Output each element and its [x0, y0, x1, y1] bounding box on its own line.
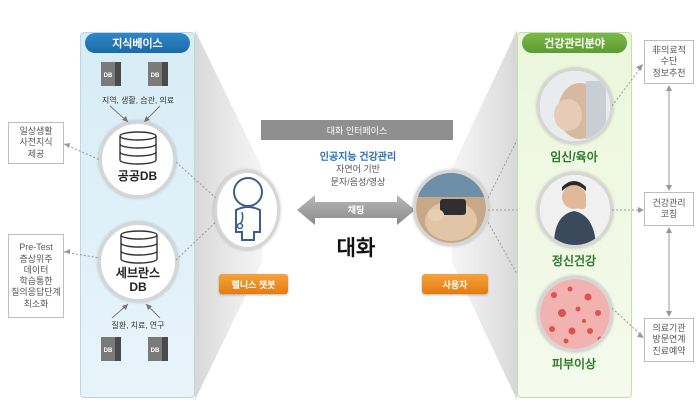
svg-text:DB: DB [151, 348, 160, 354]
box-line: 일상생활 [19, 126, 53, 137]
left-connector-lines [64, 143, 101, 259]
pregnancy-label: 임신/육아 [550, 150, 598, 164]
health-fields-title: 건강관리분야 [522, 33, 627, 53]
svg-text:DB: DB [104, 348, 113, 354]
knowledge-base-panel [80, 32, 195, 398]
skin-label: 피부이상 [551, 357, 597, 371]
pretest-box: Pre-Test 증상위주 데이터 학습통한 질의응답단계 최소화 [8, 234, 64, 318]
box-line: 사전지식 [19, 137, 53, 148]
database-icon [117, 131, 159, 165]
arrows-to-public-db [109, 105, 161, 123]
box-line: 학습통한 [19, 276, 53, 286]
box-line: 질의응답단계 [11, 287, 61, 298]
interface-title-bar: 대화 인터페이스 [261, 120, 453, 140]
box-line: 건강관리 [652, 197, 686, 208]
box-line: 방문연계 [652, 334, 686, 345]
bottom-sources-text: 질환, 치료, 연구 [111, 321, 165, 330]
svg-text:DB: DB [104, 73, 113, 79]
box-line: Pre-Test [19, 242, 53, 253]
top-sources-text: 지역, 생활, 습관, 의료 [101, 96, 175, 105]
svg-text:DB: DB [151, 73, 160, 79]
box-line: 수단 [660, 56, 678, 67]
db-to-chatbot-lines [176, 161, 219, 261]
user-button[interactable]: 사용자 [422, 274, 488, 294]
chat-label: 채팅 [347, 205, 365, 215]
right-connector-lines [612, 64, 672, 338]
box-line: 정보추천 [652, 67, 686, 78]
arrows-to-severance-db [111, 303, 161, 319]
skin-photo [537, 276, 613, 352]
database-icon [118, 230, 160, 264]
public-db-label: 공공DB [117, 169, 158, 183]
box-line: 데이터 [23, 264, 49, 275]
pregnancy-photo [537, 68, 613, 144]
hospital-visit-box: 의료기관 방문연계 진료예약 [644, 318, 694, 362]
severance-db-line2: DB [129, 280, 147, 294]
db-file-icon: DB [148, 62, 168, 88]
db-file-icon: DB [101, 337, 121, 363]
ai-health-title: 인공지능 건강관리 [319, 152, 397, 163]
box-line: 코칭 [660, 209, 678, 219]
box-line: 非의료적 [652, 45, 686, 56]
coaching-box: 건강관리 코칭 [644, 192, 694, 226]
chatbot-button[interactable]: 헬니스 챗봇 [219, 274, 288, 294]
db-file-icon: DB [148, 337, 168, 363]
ai-natural-language: 자연어 기반 [336, 164, 380, 174]
box-line: 최소화 [23, 298, 49, 309]
severance-db-label: 세브란스 DB [98, 266, 178, 294]
box-line: 진료예약 [652, 345, 686, 356]
chat-double-arrow [297, 195, 415, 225]
talk-label: 대화 [336, 237, 376, 260]
box-line: 증상위주 [19, 253, 53, 264]
mental-health-label: 정신건강 [551, 254, 597, 268]
db-file-icon: DB [101, 62, 121, 88]
non-medical-box: 非의료적 수단 정보추천 [644, 40, 694, 84]
user-photo [413, 170, 489, 246]
mental-health-photo [537, 172, 613, 248]
daily-knowledge-box: 일상생활 사전지식 제공 [8, 122, 64, 164]
severance-db-line1: 세브란스 [115, 266, 161, 280]
knowledge-base-title: 지식베이스 [85, 33, 190, 53]
box-line: 의료기관 [652, 323, 686, 334]
ai-modalities: 문자/음성/영상 [330, 177, 386, 187]
box-line: 제공 [27, 148, 45, 159]
chatbot-robot-icon [228, 176, 268, 244]
